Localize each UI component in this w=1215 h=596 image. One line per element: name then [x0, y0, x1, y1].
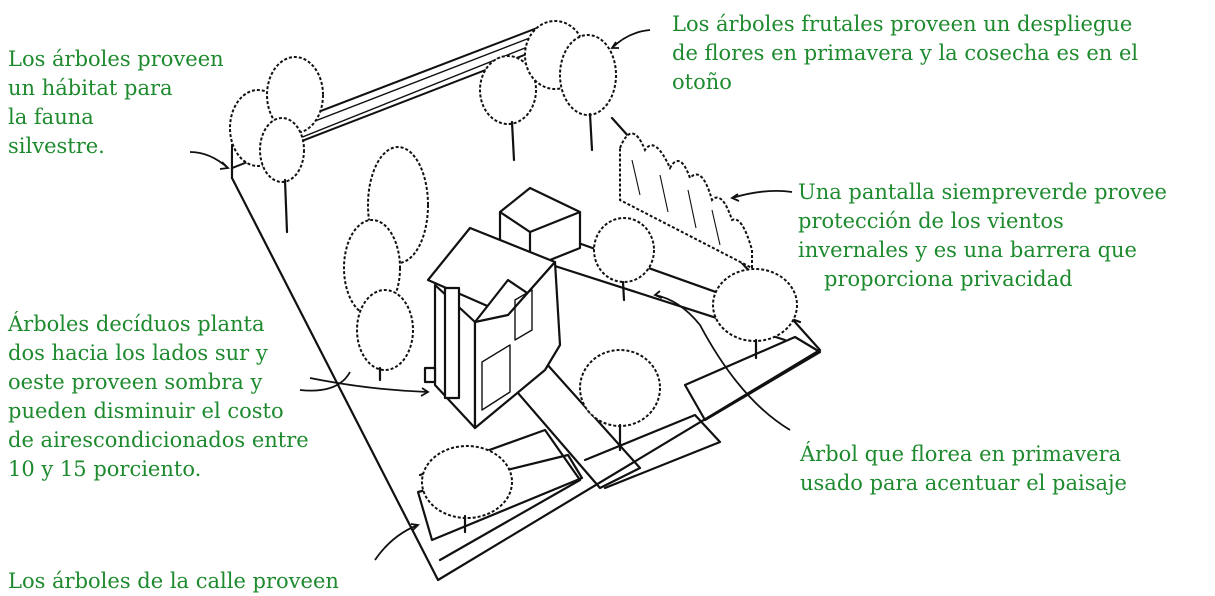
label-street-trees: Los árboles de la calle proveen — [8, 567, 339, 596]
arrow-deciduous-lower — [309, 377, 429, 393]
arrow-street — [374, 524, 419, 561]
label-line: dos hacia los lados sur y — [8, 341, 268, 365]
label-line: un hábitat para — [8, 76, 173, 100]
house — [423, 226, 562, 430]
label-line: de flores en primavera y la cosecha es e… — [672, 41, 1139, 65]
label-line: proporciona privacidad — [824, 267, 1073, 291]
trees — [229, 20, 798, 534]
label-flowering-tree: Árbol que florea en primavera usado para… — [800, 440, 1127, 498]
label-line: oeste proveen sombra y — [8, 370, 263, 394]
label-line: Los árboles proveen — [8, 47, 224, 71]
arrow-flowering — [654, 294, 791, 431]
label-line: la fauna — [8, 105, 94, 129]
label-line: silvestre. — [8, 134, 105, 158]
label-evergreen-screen: Una pantalla siempreverde provee protecc… — [798, 178, 1167, 294]
label-wildlife-habitat: Los árboles proveen un hábitat para la f… — [8, 45, 224, 161]
label-line: de airescondicionados entre — [8, 428, 309, 452]
tree-corner-right — [712, 268, 798, 360]
label-line: Los árboles frutales proveen un desplieg… — [672, 12, 1133, 36]
label-line: Árbol que florea en primavera — [800, 442, 1122, 466]
evergreen-screen — [619, 132, 753, 270]
arrow-evergreen — [731, 189, 793, 199]
tree-street — [421, 445, 513, 534]
label-line: protección de los vientos — [798, 209, 1064, 233]
label-line: Árboles decíduos planta — [8, 312, 265, 336]
arrow-fruit — [611, 29, 651, 49]
tree-flowering — [593, 217, 655, 302]
label-deciduous-trees: Árboles decíduos planta dos hacia los la… — [8, 310, 309, 484]
leader-arrows — [189, 29, 793, 561]
street-curb-strips — [416, 335, 822, 542]
label-line: 10 y 15 porciento. — [8, 457, 202, 481]
tree-front-yard — [579, 349, 661, 452]
tree-back-left — [229, 56, 324, 234]
label-fruit-trees: Los árboles frutales proveen un desplieg… — [672, 10, 1138, 97]
label-line: otoño — [672, 70, 732, 94]
label-line: usado para acentuar el paisaje — [800, 471, 1127, 495]
label-line: Una pantalla siempreverde provee — [798, 180, 1167, 204]
label-line: pueden disminuir el costo — [8, 399, 284, 423]
label-line: invernales y es una barrera que — [798, 238, 1137, 262]
arrow-deciduous-upper — [299, 371, 351, 392]
tree-deciduous-left — [343, 146, 429, 382]
tree-back-right — [479, 20, 617, 162]
label-line: Los árboles de la calle proveen — [8, 569, 339, 593]
